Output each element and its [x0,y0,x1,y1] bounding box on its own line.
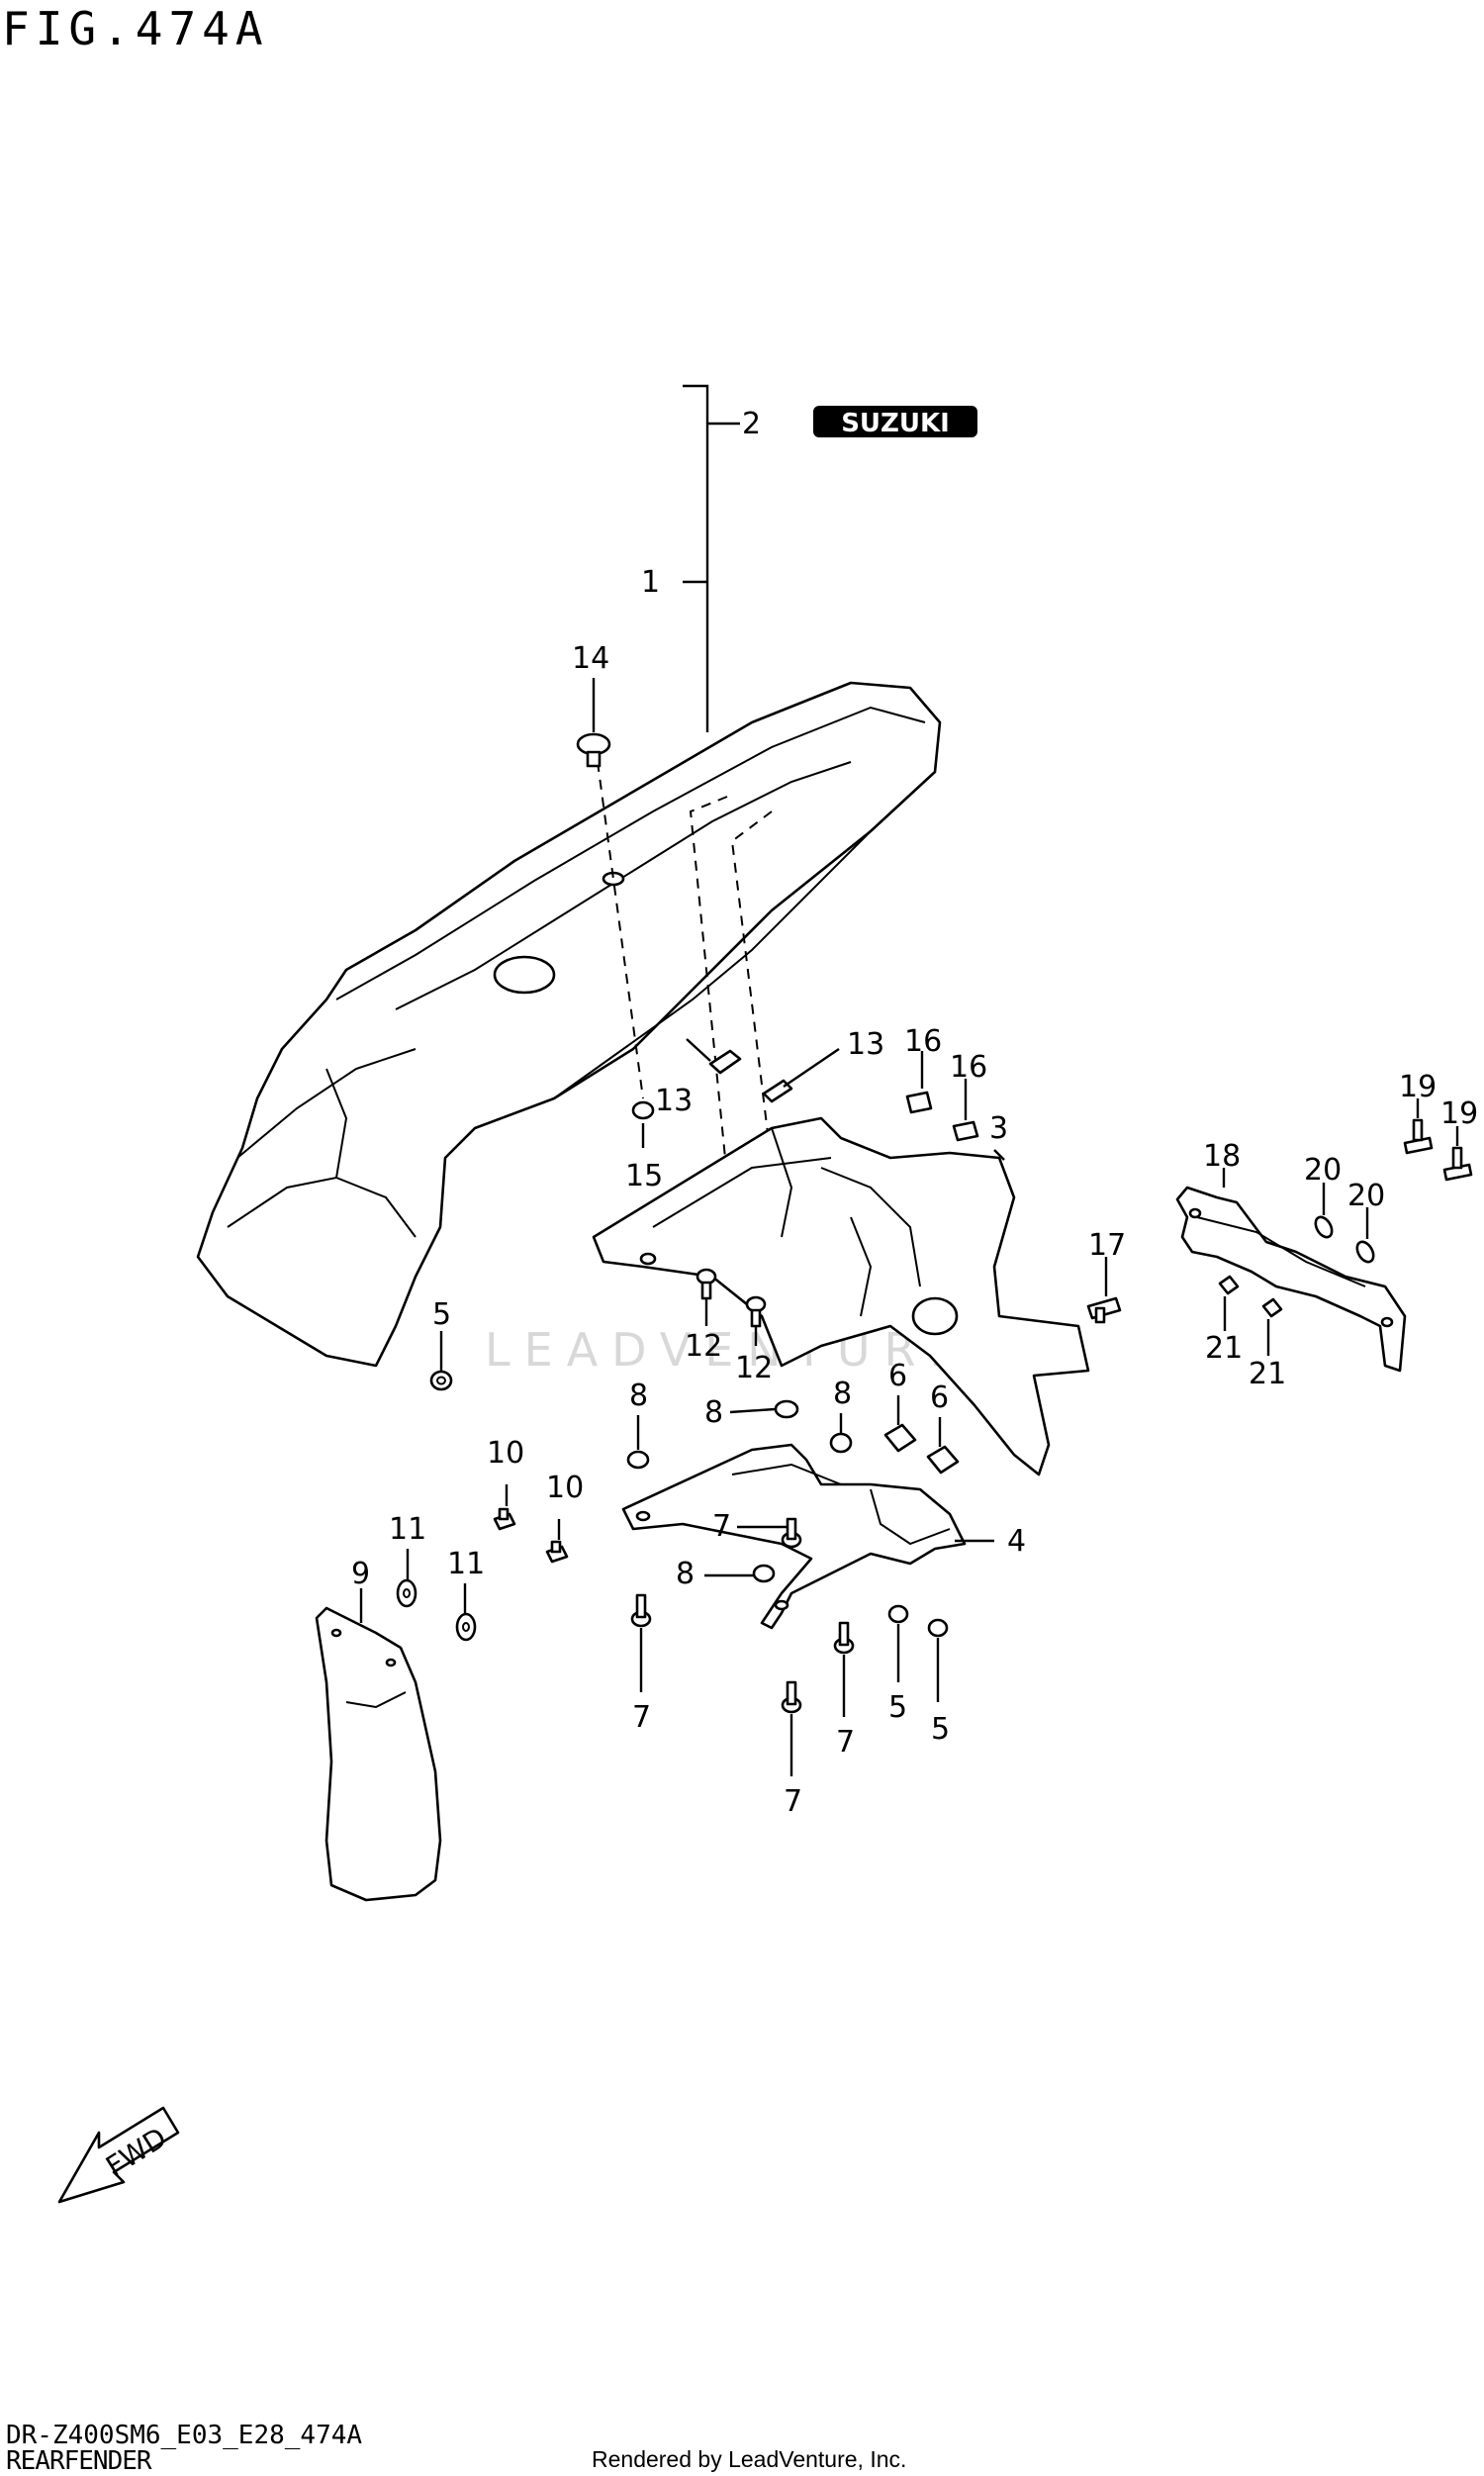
part-20-washer [1314,1215,1375,1264]
callout-11: 11 [447,1547,485,1581]
part-6-nut [883,1423,960,1475]
callout-6: 6 [930,1381,949,1415]
suzuki-emblem: SUZUKI [813,406,977,438]
figure-title: FIG.474A [2,2,269,55]
callout-14: 14 [572,641,609,676]
callout-8: 8 [833,1377,852,1411]
callout-5: 5 [931,1712,950,1747]
rear-fender-part [196,681,942,1368]
part-14-rivet [576,732,611,768]
callout-7: 7 [784,1784,802,1819]
part-15-nut [631,1100,655,1120]
callout-16: 16 [950,1050,987,1085]
leader-lines [359,678,1459,1776]
license-bracket-part [1175,1186,1407,1373]
callout-21: 21 [1205,1331,1243,1366]
mud-flap-part-9 [315,1606,442,1902]
callout-18: 18 [1203,1139,1241,1174]
watermark-text: LEADVENTURE [485,1323,973,1377]
callout-1: 1 [641,565,660,600]
callout-6: 6 [888,1359,907,1393]
part-7-bolt [630,1517,855,1714]
callout-20: 20 [1304,1153,1342,1188]
callout-5: 5 [432,1297,451,1332]
callout-19: 19 [1440,1096,1478,1131]
part-11-washer [396,1578,477,1642]
callout-20: 20 [1347,1179,1385,1213]
callout-21: 21 [1249,1357,1286,1391]
part-19-bolt [1403,1118,1473,1182]
fwd-arrow-icon: FWD [57,2106,180,2204]
callout-13: 13 [655,1084,693,1118]
inner-fender-part [592,1116,1090,1476]
callout-17: 17 [1088,1228,1126,1263]
callout-12: 12 [685,1329,722,1364]
callout-2: 2 [742,407,761,441]
section-name: REARFENDER [6,2446,152,2476]
callout-8: 8 [629,1379,648,1413]
part-21-nut [1218,1275,1283,1318]
callout-7: 7 [712,1509,731,1544]
callout-9: 9 [351,1557,370,1591]
part-16-pad [905,1091,979,1142]
part-13-clip [708,1049,793,1103]
callout-4: 4 [1007,1524,1026,1559]
callout-3: 3 [989,1111,1008,1146]
callout-10: 10 [487,1436,524,1471]
callout-7: 7 [632,1700,651,1735]
callout-8: 8 [676,1557,695,1591]
callout-labels: 1 2 3 4 5 5 5 6 6 7 7 7 7 8 8 8 8 9 10 1… [351,407,1478,1819]
emblem-text: SUZUKI [841,409,950,438]
callout-10: 10 [546,1471,584,1505]
callout-7: 7 [836,1725,855,1760]
callout-15: 15 [625,1159,663,1193]
model-code: DR-Z400SM6_E03_E28_474A [6,2421,363,2450]
part-8-washer [626,1399,853,1583]
callout-8: 8 [704,1395,723,1430]
credit-text: Rendered by LeadVenture, Inc. [592,2446,907,2472]
part-12-screw [696,1268,767,1328]
callout-11: 11 [389,1512,426,1547]
part-5-nut [429,1370,949,1638]
callout-19: 19 [1399,1070,1437,1104]
callout-12: 12 [735,1351,773,1385]
part-10-bolt [493,1507,569,1564]
callout-16: 16 [904,1024,942,1059]
callout-5: 5 [888,1690,907,1725]
part-17-bolt [1086,1296,1122,1324]
callout-13: 13 [847,1027,884,1062]
